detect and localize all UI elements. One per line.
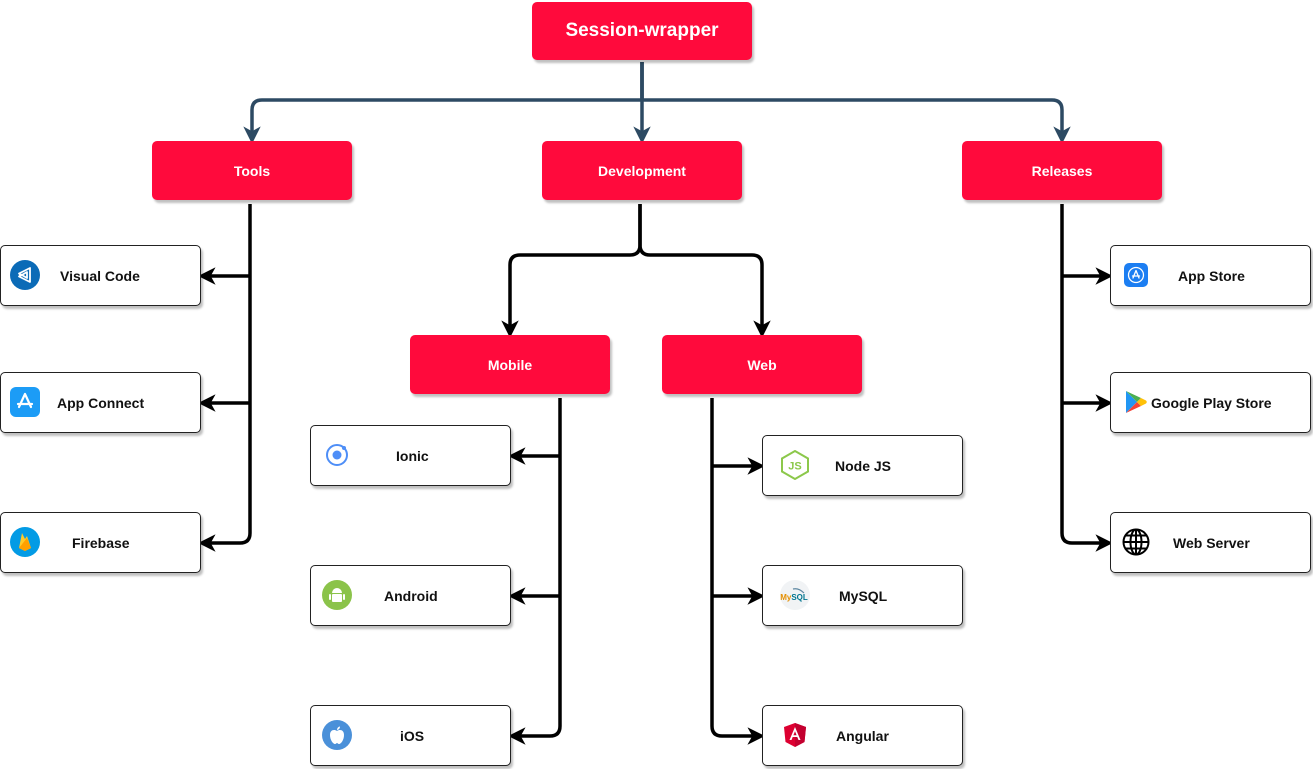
google-play-store-label: Google Play Store <box>1151 394 1272 411</box>
releases-node[interactable]: Releases <box>962 141 1162 200</box>
mobile-node[interactable]: Mobile <box>410 335 610 394</box>
angular-label: Angular <box>836 727 889 744</box>
firebase-icon <box>10 527 40 557</box>
releases-connectors <box>1060 204 1113 552</box>
android-node[interactable]: Android <box>310 565 511 626</box>
tools-connectors <box>198 204 252 552</box>
development-node-label: Development <box>598 162 686 179</box>
nodejs-label: Node JS <box>835 457 892 474</box>
web-server-node[interactable]: Web Server <box>1110 512 1311 573</box>
mysql-icon: MySQL <box>780 580 810 610</box>
mysql-node[interactable]: MySQL MySQL <box>762 565 963 626</box>
angular-icon <box>780 720 810 750</box>
firebase-label: Firebase <box>72 534 130 551</box>
app-store-label: App Store <box>1178 267 1245 284</box>
nodejs-node[interactable]: JS Node JS <box>762 435 963 496</box>
tools-node-label: Tools <box>233 162 271 179</box>
root-node-label: Session-wrapper <box>565 20 719 41</box>
svg-text:MySQL: MySQL <box>780 593 808 602</box>
mysql-label: MySQL <box>839 587 888 604</box>
visual-code-node[interactable]: Visual Code <box>0 245 201 306</box>
app-connect-icon <box>10 387 40 417</box>
releases-node-label: Releases <box>1031 162 1093 179</box>
google-play-store-node[interactable]: Google Play Store <box>1110 372 1311 433</box>
ionic-node[interactable]: Ionic <box>310 425 511 486</box>
app-connect-node[interactable]: App Connect <box>0 372 201 433</box>
web-node-label: Web <box>747 356 777 373</box>
ionic-icon <box>322 440 352 470</box>
angular-node[interactable]: Angular <box>762 705 963 766</box>
visual-code-label: Visual Code <box>60 267 140 284</box>
development-node[interactable]: Development <box>542 141 742 200</box>
app-store-icon <box>1121 260 1151 290</box>
android-icon <box>322 580 352 610</box>
google-play-icon <box>1120 387 1150 417</box>
app-connect-label: App Connect <box>57 394 145 411</box>
root-node[interactable]: Session-wrapper <box>532 2 752 60</box>
web-connectors <box>710 398 765 745</box>
root-connectors <box>243 62 1071 144</box>
nodejs-icon: JS <box>780 450 810 480</box>
svg-text:JS: JS <box>788 461 801 473</box>
firebase-node[interactable]: Firebase <box>0 512 201 573</box>
web-server-label: Web Server <box>1173 534 1250 551</box>
ionic-label: Ionic <box>396 447 429 464</box>
development-connectors <box>501 204 771 338</box>
globe-icon <box>1121 527 1151 557</box>
ios-label: iOS <box>400 727 425 744</box>
android-label: Android <box>384 587 438 604</box>
apple-icon <box>322 720 352 750</box>
ios-node[interactable]: iOS <box>310 705 511 766</box>
app-store-node[interactable]: App Store <box>1110 245 1311 306</box>
web-node[interactable]: Web <box>662 335 862 394</box>
visual-studio-code-icon <box>10 260 40 290</box>
tools-node[interactable]: Tools <box>152 141 352 200</box>
mobile-connectors <box>508 398 562 745</box>
mobile-node-label: Mobile <box>487 356 533 373</box>
